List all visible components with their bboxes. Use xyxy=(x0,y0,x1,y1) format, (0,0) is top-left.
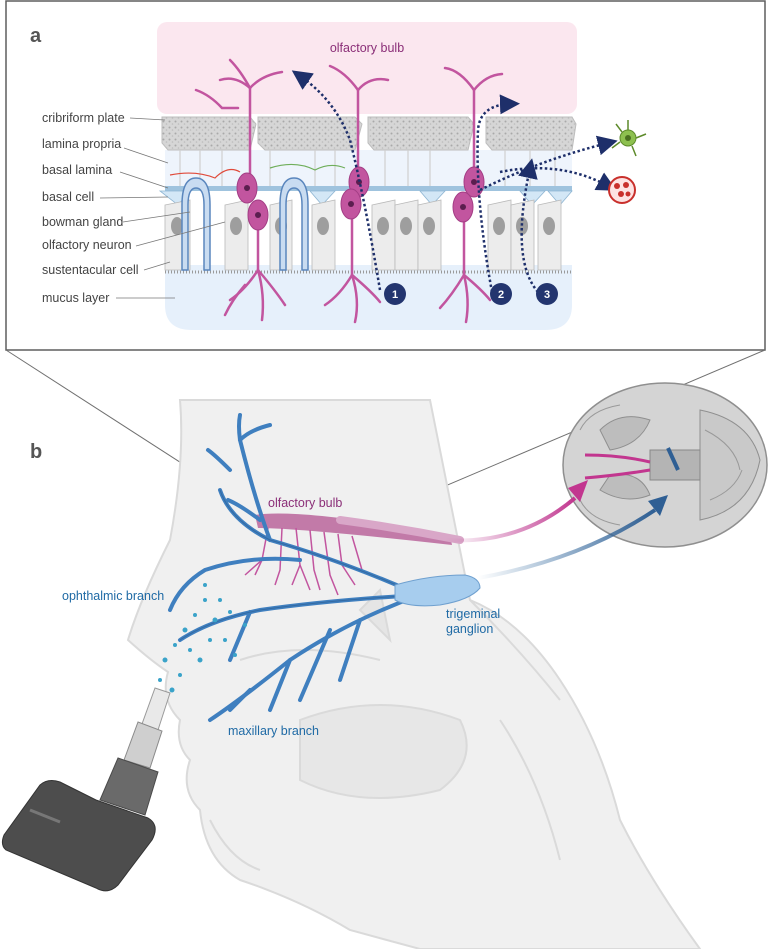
trigeminal-nerve-outline xyxy=(179,489,421,641)
label-cribriform-plate: cribriform plate xyxy=(42,111,125,125)
label-olfactory-neuron: olfactory neuron xyxy=(42,238,132,252)
svg-text:2: 2 xyxy=(498,289,504,301)
panel-b: b olfactory bulb xyxy=(1,382,768,949)
neuron-cell-icon xyxy=(611,120,647,157)
trigeminal-arrowhead xyxy=(648,495,668,516)
label-lamina-propria: lamina propria xyxy=(42,137,121,151)
label-basal-cell: basal cell xyxy=(42,190,94,204)
blood-vessel-icon xyxy=(608,176,636,204)
capillaries xyxy=(169,163,346,179)
trigeminal-ganglion xyxy=(394,574,481,607)
route-3-branch-cns xyxy=(479,135,618,192)
trigeminal-ganglion-label-line1: trigeminal xyxy=(446,607,500,621)
nasal-spray-bottle xyxy=(1,687,171,892)
trigeminal-arrow xyxy=(477,508,657,580)
panel-a: a olfactory bulb xyxy=(5,0,766,351)
trigeminal-ganglion-label-line2: ganglion xyxy=(446,622,493,636)
neuron-nuclei xyxy=(244,179,477,218)
maxillary-branch-label: maxillary branch xyxy=(228,724,319,738)
route-1-path xyxy=(291,70,382,291)
route-3-path xyxy=(518,158,539,293)
layer-labels: cribriform plate lamina propria basal la… xyxy=(42,111,226,305)
label-mucus-layer: mucus layer xyxy=(42,291,109,305)
olfactory-arrowhead xyxy=(568,480,588,502)
panel-a-letter: a xyxy=(30,25,42,47)
olfactory-arrow xyxy=(444,496,577,543)
ophthalmic-branch-label: ophthalmic branch xyxy=(62,589,164,603)
label-sustentacular-cell: sustentacular cell xyxy=(42,263,139,277)
route-2-path xyxy=(476,94,520,293)
olfactory-neurons xyxy=(194,58,504,324)
label-basal-lamina: basal lamina xyxy=(42,163,112,177)
spray-particles xyxy=(158,583,247,693)
bowman-glands xyxy=(181,177,309,271)
transport-routes xyxy=(291,70,618,293)
route-3-branch-blood xyxy=(499,167,617,191)
sustentacular-nuclei xyxy=(171,217,555,235)
panel-b-letter: b xyxy=(30,441,42,463)
route-number-3: 3 xyxy=(536,283,558,305)
olfactory-tract xyxy=(336,516,464,544)
route-number-2: 2 xyxy=(490,283,512,305)
svg-text:3: 3 xyxy=(544,289,550,301)
brain xyxy=(562,382,768,548)
svg-text:1: 1 xyxy=(392,289,398,301)
olfactory-bulb-region xyxy=(157,22,577,114)
olfactory-bulb-label: olfactory bulb xyxy=(330,41,404,55)
olfactory-bulb-b-label: olfactory bulb xyxy=(268,496,342,510)
label-bowman-gland: bowman gland xyxy=(42,215,123,229)
route-number-1: 1 xyxy=(384,283,406,305)
